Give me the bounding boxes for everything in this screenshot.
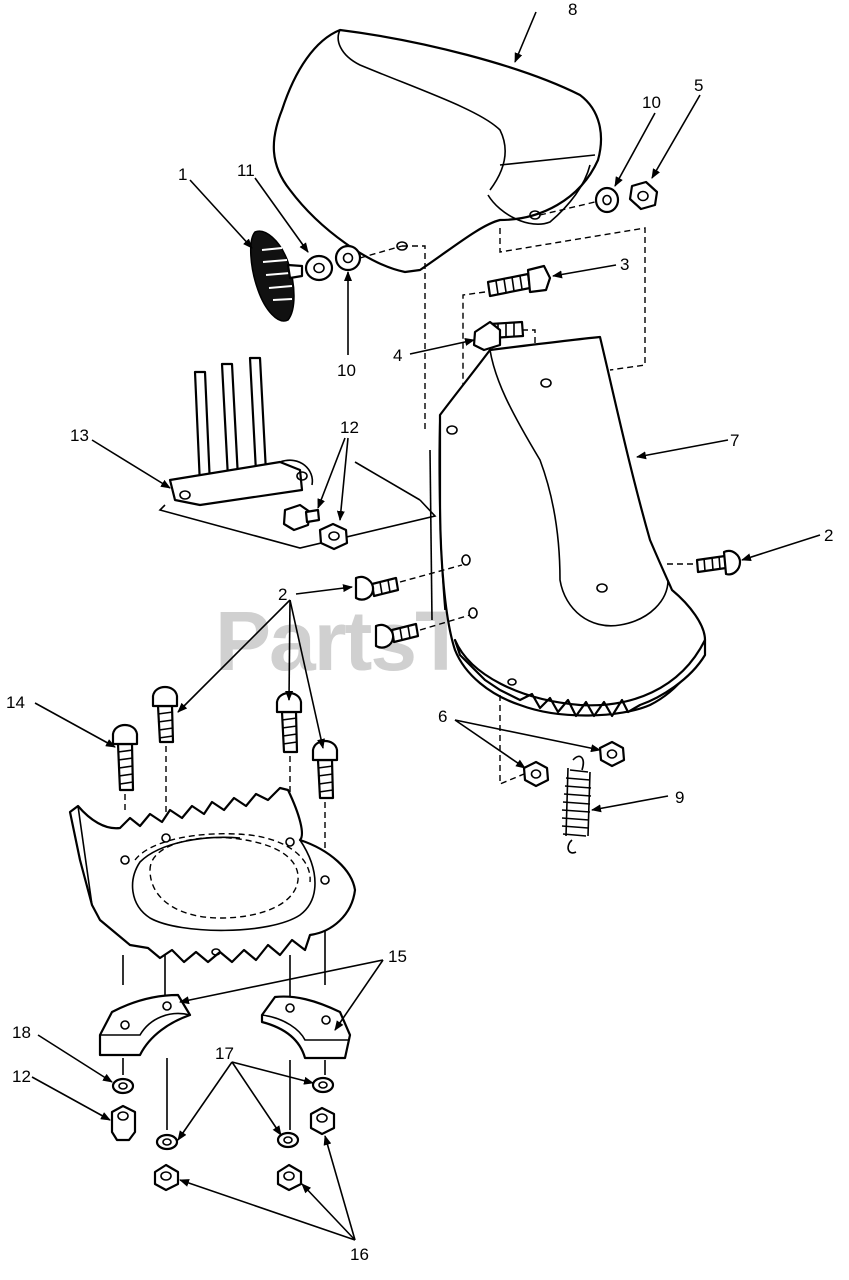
nut-6-right — [598, 740, 626, 768]
washer-18 — [111, 1077, 135, 1095]
deflector-hood — [272, 28, 602, 274]
screw-2-right — [695, 549, 742, 576]
callout-2-lower: 2 — [278, 585, 287, 604]
screw-2-upper — [354, 575, 400, 601]
nut-16-mid — [276, 1163, 303, 1192]
washer-10-left — [334, 244, 362, 272]
bolt-4 — [472, 320, 525, 352]
callout-17: 17 — [215, 1044, 234, 1063]
washer-11 — [304, 254, 334, 282]
callout-14: 14 — [6, 693, 25, 712]
nut-12 — [318, 522, 349, 551]
callout-11: 11 — [237, 161, 255, 180]
nut-5 — [628, 180, 659, 211]
callout-9: 9 — [675, 788, 684, 807]
callout-10-left: 10 — [337, 361, 356, 380]
callout-13: 13 — [70, 426, 89, 445]
leader-lines — [31, 11, 821, 1241]
callout-18: 18 — [12, 1023, 31, 1042]
screw-2-lower — [374, 622, 420, 649]
nut-6-left — [522, 760, 550, 788]
clamp-15-right — [260, 995, 352, 1060]
screw-2-a — [151, 685, 179, 744]
bolt-3 — [486, 264, 552, 298]
screw-14 — [111, 723, 139, 792]
callout-6: 6 — [438, 707, 447, 726]
callout-16: 16 — [350, 1245, 369, 1264]
screw-2-b — [275, 691, 303, 754]
washer-17-left — [155, 1133, 179, 1151]
callout-8: 8 — [568, 0, 577, 19]
washer-17-mid — [276, 1131, 300, 1149]
callout-4: 4 — [393, 346, 402, 365]
clamp-15-left — [98, 993, 192, 1057]
callout-12-upper: 12 — [340, 418, 359, 437]
callout-2-right: 2 — [824, 526, 833, 545]
washer-17-right — [311, 1076, 335, 1094]
chute-base — [68, 786, 357, 964]
washer-10-right — [594, 186, 620, 214]
bracket-13 — [158, 356, 437, 549]
discharge-chute — [429, 335, 707, 718]
nut-12-lower — [110, 1104, 137, 1142]
callout-10-right: 10 — [642, 93, 661, 112]
nut-16-right — [309, 1106, 336, 1136]
callout-15: 15 — [388, 947, 407, 966]
nut-16-left — [153, 1163, 180, 1192]
bolt-12 — [282, 503, 321, 532]
screw-2-c — [311, 739, 339, 800]
callout-12-lower: 12 — [12, 1067, 31, 1086]
spring-9 — [561, 755, 592, 854]
knob — [250, 230, 304, 322]
callout-5: 5 — [694, 76, 703, 95]
callout-1: 1 — [178, 165, 187, 184]
callout-7: 7 — [730, 431, 739, 450]
callout-3: 3 — [620, 255, 629, 274]
